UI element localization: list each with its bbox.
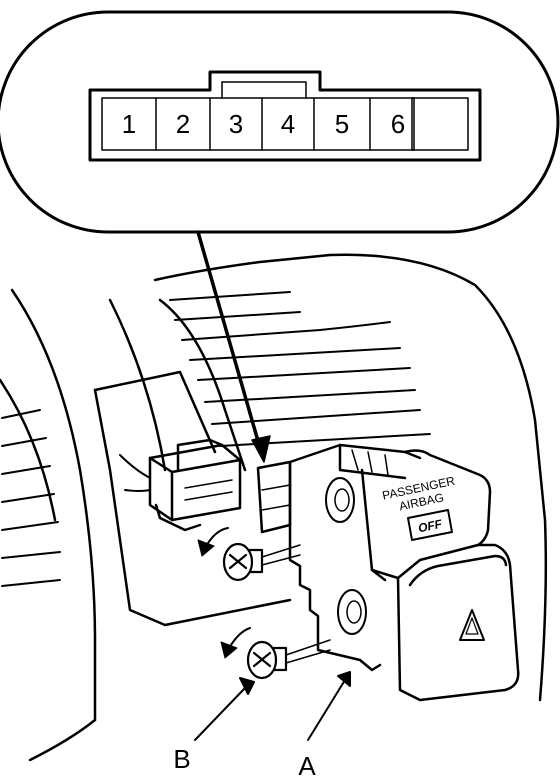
leader-line-a bbox=[307, 671, 351, 741]
pin-label: 5 bbox=[335, 109, 349, 139]
connector-pin-labels: 1 2 3 4 5 6 bbox=[122, 109, 405, 139]
leader-line-b bbox=[194, 677, 255, 741]
off-indicator: OFF bbox=[417, 517, 444, 536]
mounting-screw-upper bbox=[197, 527, 301, 582]
pin-label: 2 bbox=[176, 109, 190, 139]
pointer-arrow bbox=[196, 230, 271, 463]
pin-label: 6 bbox=[391, 109, 405, 139]
pin-label: 4 bbox=[281, 109, 295, 139]
callout-label-a: A bbox=[298, 751, 316, 781]
switch-opening bbox=[93, 370, 292, 627]
airbag-cutoff-switch bbox=[256, 443, 520, 702]
callout-label-b: B bbox=[173, 744, 190, 774]
left-vent-slats bbox=[1, 409, 61, 587]
pin-label: 1 bbox=[122, 109, 136, 139]
pin-label: 3 bbox=[229, 109, 243, 139]
mounting-screw-lower bbox=[220, 627, 331, 680]
harness-connector bbox=[119, 438, 242, 532]
connector-closeup bbox=[0, 10, 560, 234]
dashboard-panel bbox=[0, 253, 548, 762]
